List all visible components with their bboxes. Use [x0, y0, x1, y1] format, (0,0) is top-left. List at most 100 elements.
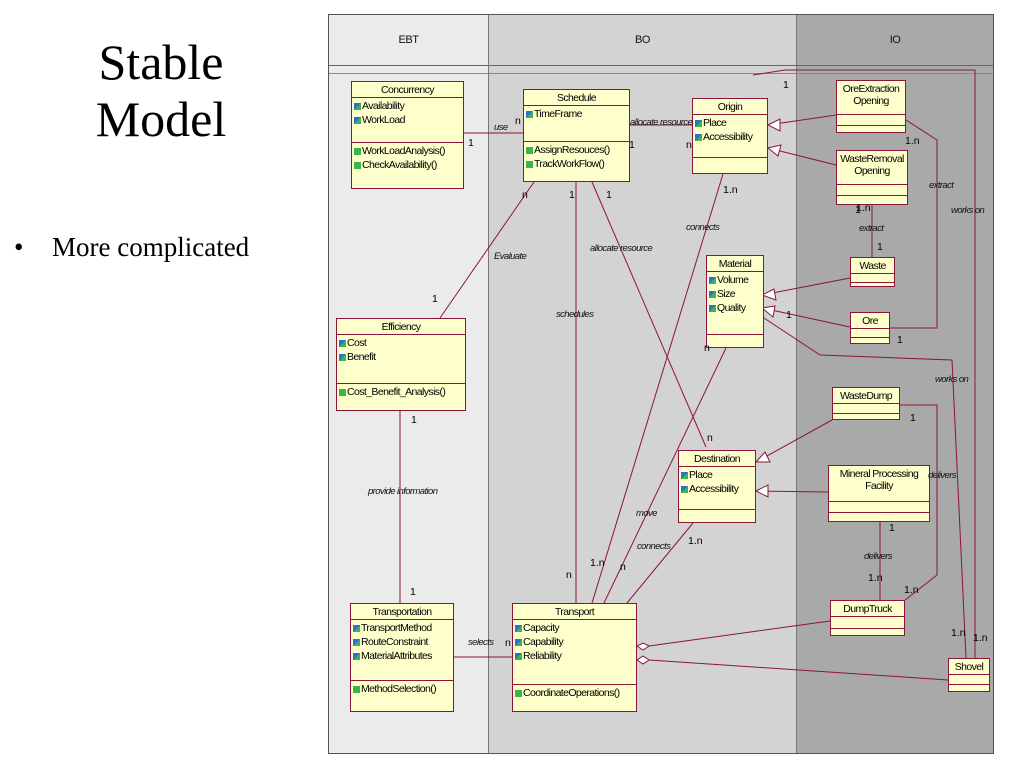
generalization-arrowhead: [754, 451, 771, 463]
multiplicity: 1: [783, 79, 789, 91]
multiplicity: 1.n: [904, 584, 919, 596]
link-material-transport: [603, 347, 727, 604]
multiplicity: 1.n: [688, 535, 703, 547]
class-mineral-processing-facility[interactable]: Mineral Processing Facility: [828, 465, 930, 522]
class-waste-dump[interactable]: WasteDump: [832, 387, 900, 420]
attribute: WorkLoad: [354, 113, 461, 127]
multiplicity: n: [686, 139, 692, 151]
attribute-label: TimeFrame: [534, 108, 582, 120]
attribute-section: [829, 502, 929, 513]
bullet-item: •More complicated: [10, 232, 249, 263]
class-transport[interactable]: Transport Capacity Capability Reliabilit…: [512, 603, 637, 712]
class-name: Material: [707, 256, 763, 272]
multiplicity: 1: [889, 522, 895, 534]
class-ore-extraction-opening[interactable]: OreExtraction Opening: [836, 80, 906, 133]
association-label: delivers: [928, 470, 957, 481]
attribute-label: Benefit: [347, 351, 376, 363]
slide-title-text: Stable Model: [95, 34, 227, 147]
generalization-arrowhead: [760, 288, 777, 301]
operation-section: [837, 196, 907, 201]
operation-icon: [515, 689, 522, 697]
operation-label: CheckAvailability(): [362, 159, 437, 171]
multiplicity: 1: [910, 412, 916, 424]
operation-section: [833, 414, 899, 419]
link-destination-transport: [626, 522, 694, 604]
operation-section: [949, 685, 989, 690]
class-shovel[interactable]: Shovel: [948, 658, 990, 692]
multiplicity: 1: [432, 293, 438, 305]
class-material[interactable]: Material Volume Size Quality: [706, 255, 764, 348]
attribute-section: [837, 115, 905, 126]
operation: CheckAvailability(): [354, 158, 461, 172]
class-destination[interactable]: Destination Place Accessibility: [678, 450, 756, 523]
operation-section: [829, 513, 929, 518]
attribute-icon: [681, 485, 688, 493]
attribute: Accessibility: [695, 130, 765, 144]
association-label: provide information: [368, 486, 438, 497]
multiplicity: 1.n: [856, 202, 871, 214]
lane-header-ebt: EBT: [329, 15, 488, 66]
class-waste-removal-opening[interactable]: WasteRemoval Opening: [836, 150, 908, 205]
class-name: Schedule: [524, 90, 629, 106]
class-name: Destination: [679, 451, 755, 467]
class-dump-truck[interactable]: DumpTruck: [830, 600, 905, 636]
association-label: extract: [929, 180, 954, 191]
attribute-icon: [526, 110, 533, 118]
link-transport-dumptruck: [648, 620, 831, 647]
attribute: Benefit: [339, 350, 463, 364]
class-efficiency[interactable]: Efficiency Cost Benefit Cost_Benefit_Ana…: [336, 318, 466, 411]
attribute-section: Cost Benefit: [337, 335, 465, 384]
attribute-icon: [354, 102, 361, 110]
attribute-label: Quality: [717, 302, 746, 314]
attribute: TimeFrame: [526, 107, 627, 121]
attribute-section: TransportMethod RouteConstraint Material…: [351, 620, 453, 681]
operation-label: AssignResouces(): [534, 144, 610, 156]
lane-subheader: [489, 65, 796, 74]
attribute-icon: [353, 638, 360, 646]
operation-label: WorkLoadAnalysis(): [362, 145, 446, 157]
multiplicity: 1: [411, 414, 417, 426]
attribute-label: Accessibility: [703, 131, 753, 143]
class-waste[interactable]: Waste: [850, 257, 895, 287]
operation-section: [679, 510, 755, 515]
attribute: Cost: [339, 336, 463, 350]
attribute-label: TransportMethod: [361, 622, 432, 634]
attribute: MaterialAttributes: [353, 649, 451, 663]
class-schedule[interactable]: Schedule TimeFrame AssignResouces() Trac…: [523, 89, 630, 182]
multiplicity: 1: [855, 204, 861, 216]
class-origin[interactable]: Origin Place Accessibility: [692, 98, 768, 174]
link-origin-shovel: [752, 69, 976, 658]
class-name: Mineral Processing Facility: [829, 466, 929, 502]
attribute: TransportMethod: [353, 621, 451, 635]
multiplicity: 1.n: [723, 184, 738, 196]
attribute-section: Capacity Capability Reliability: [513, 620, 636, 685]
aggregation-diamond: [636, 642, 650, 651]
attribute-icon: [515, 652, 522, 660]
attribute-label: Size: [717, 288, 736, 300]
link-origin-transport: [591, 173, 724, 604]
multiplicity: n: [707, 432, 713, 444]
multiplicity: n: [522, 189, 528, 201]
lane-subheader: [797, 65, 993, 74]
generalization-arrowhead: [754, 484, 769, 498]
class-transportation[interactable]: Transportation TransportMethod RouteCons…: [350, 603, 454, 712]
attribute-icon: [353, 624, 360, 632]
class-ore[interactable]: Ore: [850, 312, 890, 344]
operation-section: Cost_Benefit_Analysis(): [337, 384, 465, 400]
lane-header-io: IO: [797, 15, 993, 66]
attribute-icon: [354, 116, 361, 124]
attribute-label: WorkLoad: [362, 114, 405, 126]
class-concurrency[interactable]: Concurrency Availability WorkLoad WorkLo…: [351, 81, 464, 189]
association-label: connects: [637, 541, 671, 552]
class-name: OreExtraction Opening: [837, 81, 905, 115]
operation-icon: [526, 160, 533, 168]
attribute-section: [837, 185, 907, 196]
attribute-section: Volume Size Quality: [707, 272, 763, 335]
attribute-section: [949, 675, 989, 685]
operation: WorkLoadAnalysis(): [354, 144, 461, 158]
association-label: Evaluate: [494, 251, 527, 262]
operation-section: [851, 338, 889, 343]
operation-icon: [339, 388, 346, 396]
multiplicity: n: [515, 115, 521, 127]
attribute-label: Capacity: [523, 622, 560, 634]
